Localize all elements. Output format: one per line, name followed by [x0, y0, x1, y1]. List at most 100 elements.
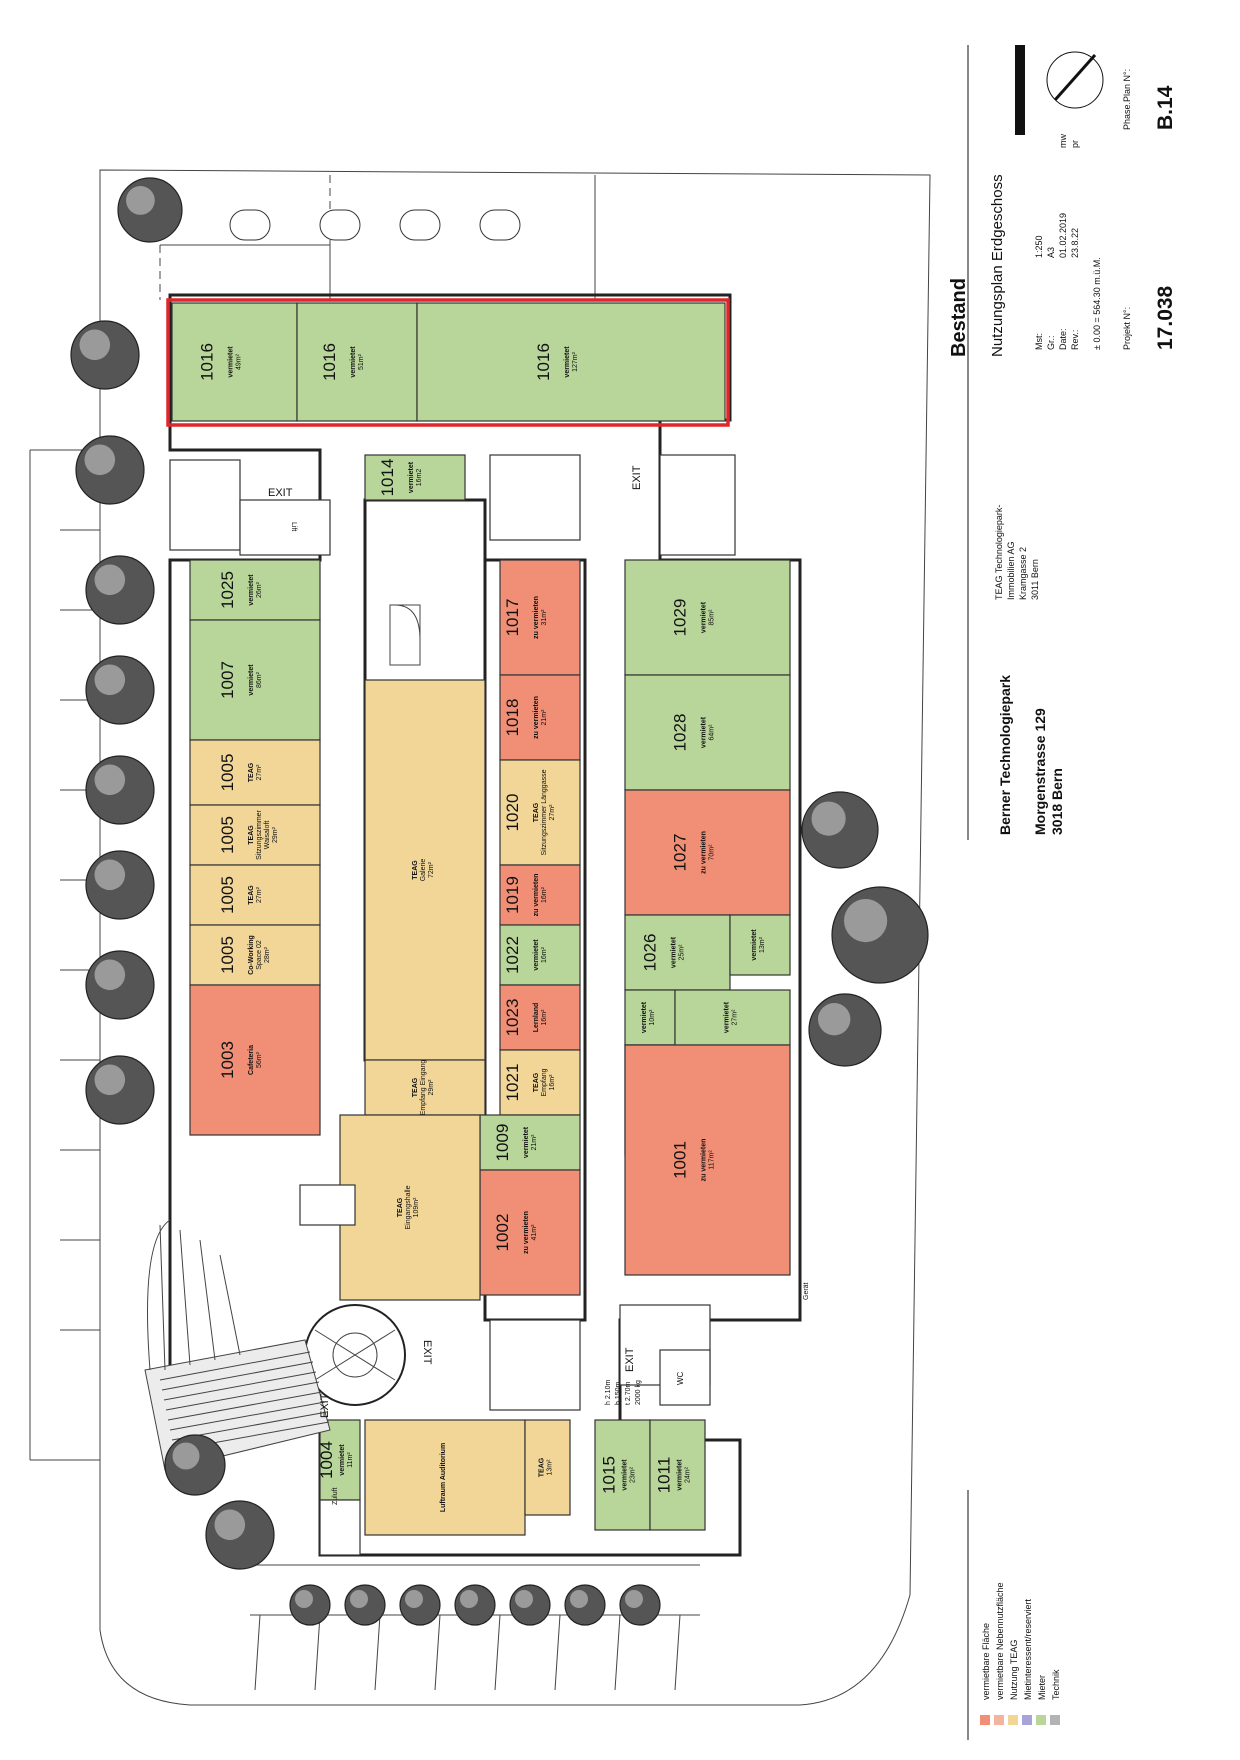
legend-swatch — [1022, 1715, 1032, 1725]
room-number: 1005 — [218, 754, 237, 792]
room-text: 25m² — [679, 944, 686, 961]
exit-label: EXIT — [268, 487, 293, 499]
room-text: 27m² — [732, 1009, 739, 1026]
lift-label: Lift — [290, 522, 297, 531]
legend-swatch — [1008, 1715, 1018, 1725]
legend-label: Technik — [1051, 1669, 1061, 1700]
room-fill — [729, 914, 791, 976]
lift-spec-line: 2000 kg — [635, 1380, 642, 1405]
room-number: 1021 — [503, 1064, 522, 1102]
room-text: zu vermieten — [701, 1139, 708, 1182]
phase-no: B.14 — [1154, 85, 1177, 130]
room-text: Co-Working — [248, 935, 255, 975]
room-fill — [624, 914, 731, 991]
room-fill — [499, 924, 581, 986]
room-fill — [189, 804, 321, 866]
room-fill — [364, 1419, 526, 1536]
tree-highlight — [172, 1442, 200, 1470]
room-text: 10m² — [649, 1009, 656, 1026]
lift-spec-line: b 150m — [615, 1381, 622, 1405]
room-number: 1004 — [317, 1441, 336, 1479]
tree-highlight — [460, 1590, 478, 1608]
parking — [250, 1564, 700, 1691]
lift-spec-line: t 2.70m — [625, 1381, 632, 1405]
tree-highlight — [350, 1590, 368, 1608]
room-text: vermietet — [533, 939, 540, 971]
room-fill — [624, 789, 791, 916]
room-fill — [364, 679, 486, 1061]
room-text: vermietet — [701, 716, 708, 748]
legend-label: Nutzung TEAG — [1009, 1640, 1019, 1700]
room-number: 1023 — [503, 999, 522, 1037]
room-text: vermietet — [622, 1459, 629, 1491]
field-value-mst: 1:250 — [1034, 235, 1044, 258]
room-fill — [624, 674, 791, 791]
room-text: Galerie — [420, 859, 427, 882]
room-fill — [296, 302, 418, 422]
project-no-label: Projekt N°: — [1122, 307, 1132, 350]
room-fill — [479, 1114, 581, 1171]
room-text: 51m² — [358, 353, 365, 370]
lift-spec-line: h 2.10m — [605, 1380, 612, 1405]
room-number: 1019 — [503, 876, 522, 914]
room-text: TEAG — [248, 885, 255, 905]
room-fill — [319, 1419, 361, 1501]
room-text: 21m² — [531, 1134, 538, 1151]
room-text: 117m² — [709, 1150, 716, 1170]
field-label-gr: Gr.: — [1046, 335, 1056, 350]
room-text: 86m² — [256, 671, 263, 688]
room-number: 1018 — [503, 699, 522, 737]
room-text: TEAG — [248, 762, 255, 782]
phase-label: Phase.Plan N°: — [1122, 69, 1132, 130]
room-text: vermietet — [564, 346, 571, 378]
room-text: 16m2 — [416, 469, 423, 487]
room-text: 29m² — [272, 826, 279, 843]
room-number: 1015 — [600, 1456, 619, 1494]
room-text: vermietet — [751, 929, 758, 961]
tree-highlight — [570, 1590, 588, 1608]
room-fill — [189, 619, 321, 741]
room-fill — [624, 1044, 791, 1276]
room-fill — [364, 1059, 486, 1116]
tree-highlight — [405, 1590, 423, 1608]
room-fill — [189, 739, 321, 806]
room-text: vermietet — [677, 1459, 684, 1491]
field-label-mst: Mst: — [1034, 333, 1044, 350]
room-text: vermietet — [671, 936, 678, 968]
field-extra-date: mw — [1058, 134, 1068, 148]
room-fill — [624, 989, 676, 1046]
elevation-note: ± 0.00 = 564.30 m.ü.M. — [1092, 257, 1102, 350]
client-line: 3011 Bern — [1030, 559, 1040, 600]
room-text: 16m² — [541, 946, 548, 963]
room-fill — [364, 454, 466, 501]
room-text: 64m² — [709, 724, 716, 741]
room-text: TEAG — [412, 1077, 419, 1097]
legend-swatch — [994, 1715, 1004, 1725]
room-text: 72m² — [428, 861, 435, 878]
tree-highlight — [94, 859, 126, 891]
room-text: 27m² — [549, 804, 556, 821]
client-line: Immobilien AG — [1006, 541, 1016, 600]
tree-highlight — [94, 959, 126, 991]
status-title: Bestand — [948, 278, 970, 357]
room-text: 23m² — [630, 1466, 637, 1483]
tree-highlight — [515, 1590, 533, 1608]
room-text: 28m² — [264, 946, 271, 963]
room-text: 26m² — [256, 581, 263, 598]
